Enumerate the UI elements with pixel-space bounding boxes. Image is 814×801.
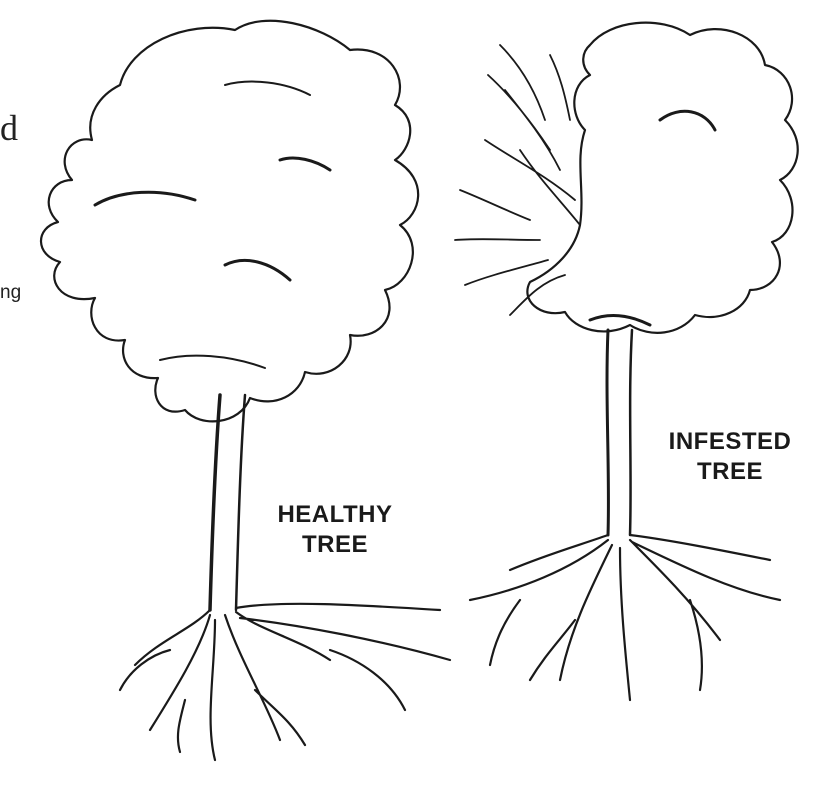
healthy-tree-roots	[120, 604, 450, 760]
healthy-tree-trunk-right	[236, 395, 245, 610]
healthy-tree	[41, 21, 450, 760]
healthy-tree-canopy-shadow-2	[225, 260, 290, 280]
infested-tree-roots	[470, 535, 780, 700]
healthy-tree-label-line-1: HEALTHY	[250, 500, 420, 530]
healthy-tree-canopy-shadow-3	[280, 158, 330, 170]
infested-tree	[455, 23, 798, 700]
infested-tree-trunk-left	[607, 330, 608, 535]
healthy-tree-label: HEALTHY TREE	[250, 500, 420, 560]
healthy-tree-canopy-shadow-1	[95, 192, 195, 205]
infested-tree-trunk-right	[630, 330, 632, 535]
healthy-tree-label-line-2: TREE	[250, 530, 420, 560]
infested-tree-label-line-2: TREE	[645, 457, 814, 487]
infested-tree-label: INFESTED TREE	[645, 427, 814, 487]
healthy-tree-trunk-left	[210, 395, 220, 610]
healthy-tree-canopy-shadow-5	[160, 356, 265, 368]
healthy-tree-canopy-shadow-4	[225, 82, 310, 95]
infested-tree-bare-branches	[455, 45, 580, 315]
infested-tree-canopy-shadow-2	[590, 315, 650, 325]
infested-tree-canopy-shadow	[660, 111, 715, 130]
infested-tree-canopy	[527, 23, 797, 333]
healthy-tree-canopy	[41, 21, 418, 422]
infested-tree-label-line-1: INFESTED	[645, 427, 814, 457]
